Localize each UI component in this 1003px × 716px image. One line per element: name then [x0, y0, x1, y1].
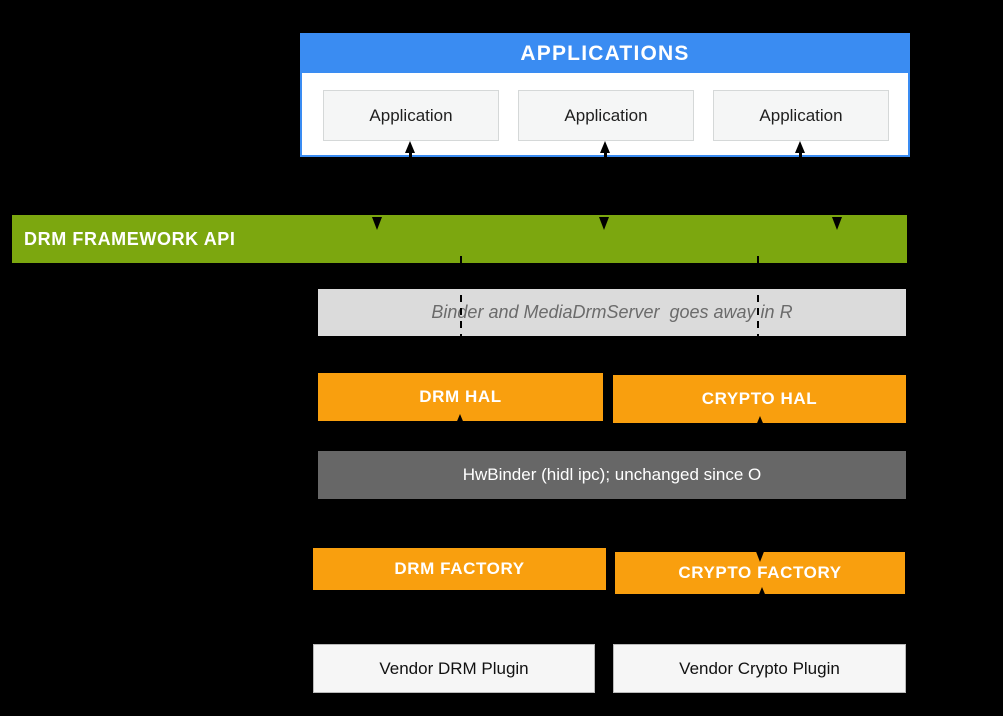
up-arrow-stem	[409, 151, 412, 159]
dashed-connector-line	[460, 256, 462, 354]
application-box-3: Application	[713, 90, 889, 141]
crypto-factory-label: CRYPTO FACTORY	[678, 563, 842, 582]
vendor-crypto-plugin-label: Vendor Crypto Plugin	[679, 658, 840, 678]
application-box-2: Application	[518, 90, 694, 141]
up-arrow-icon	[405, 141, 415, 153]
drm-factory-box: DRM FACTORY	[313, 548, 606, 590]
application-box-1: Application	[323, 90, 499, 141]
applications-container: APPLICATIONS Application Application App…	[300, 33, 910, 157]
up-arrow-icon	[600, 141, 610, 153]
drm-framework-api-label: DRM FRAMEWORK API	[24, 228, 236, 249]
drm-factory-label: DRM FACTORY	[394, 559, 525, 578]
vendor-drm-plugin-box: Vendor DRM Plugin	[313, 644, 595, 693]
applications-header-label: APPLICATIONS	[520, 42, 690, 65]
vendor-drm-plugin-label: Vendor DRM Plugin	[379, 658, 529, 678]
vendor-crypto-plugin-box: Vendor Crypto Plugin	[613, 644, 906, 693]
application-label: Application	[369, 105, 453, 125]
hwbinder-bar: HwBinder (hidl ipc); unchanged since O	[318, 451, 906, 499]
down-arrow-icon	[599, 217, 609, 230]
crypto-hal-box: CRYPTO HAL	[613, 375, 906, 423]
down-arrow-icon	[372, 217, 382, 230]
up-arrow-stem	[799, 151, 802, 159]
up-arrow-tip-icon	[455, 414, 465, 426]
down-arrow-icon	[832, 217, 842, 230]
dashed-connector-line	[757, 256, 759, 354]
drm-hal-box: DRM HAL	[318, 373, 603, 421]
up-arrow-icon	[795, 141, 805, 153]
crypto-hal-label: CRYPTO HAL	[701, 389, 818, 408]
down-arrow-tip-icon	[755, 549, 765, 562]
up-arrow-stem	[604, 151, 607, 159]
drm-framework-api-bar: DRM FRAMEWORK API	[12, 215, 907, 263]
hwbinder-label: HwBinder (hidl ipc); unchanged since O	[462, 465, 762, 484]
binder-note-label: Binder and MediaDrmServer goes away in R	[431, 302, 793, 322]
up-arrow-tip-icon	[757, 587, 767, 599]
drm-hal-label: DRM HAL	[419, 387, 502, 406]
application-label: Application	[564, 105, 648, 125]
up-arrow-tip-icon	[755, 416, 765, 428]
binder-note-bar: Binder and MediaDrmServer goes away in R	[318, 289, 906, 336]
applications-header: APPLICATIONS	[302, 35, 908, 73]
application-label: Application	[759, 105, 843, 125]
